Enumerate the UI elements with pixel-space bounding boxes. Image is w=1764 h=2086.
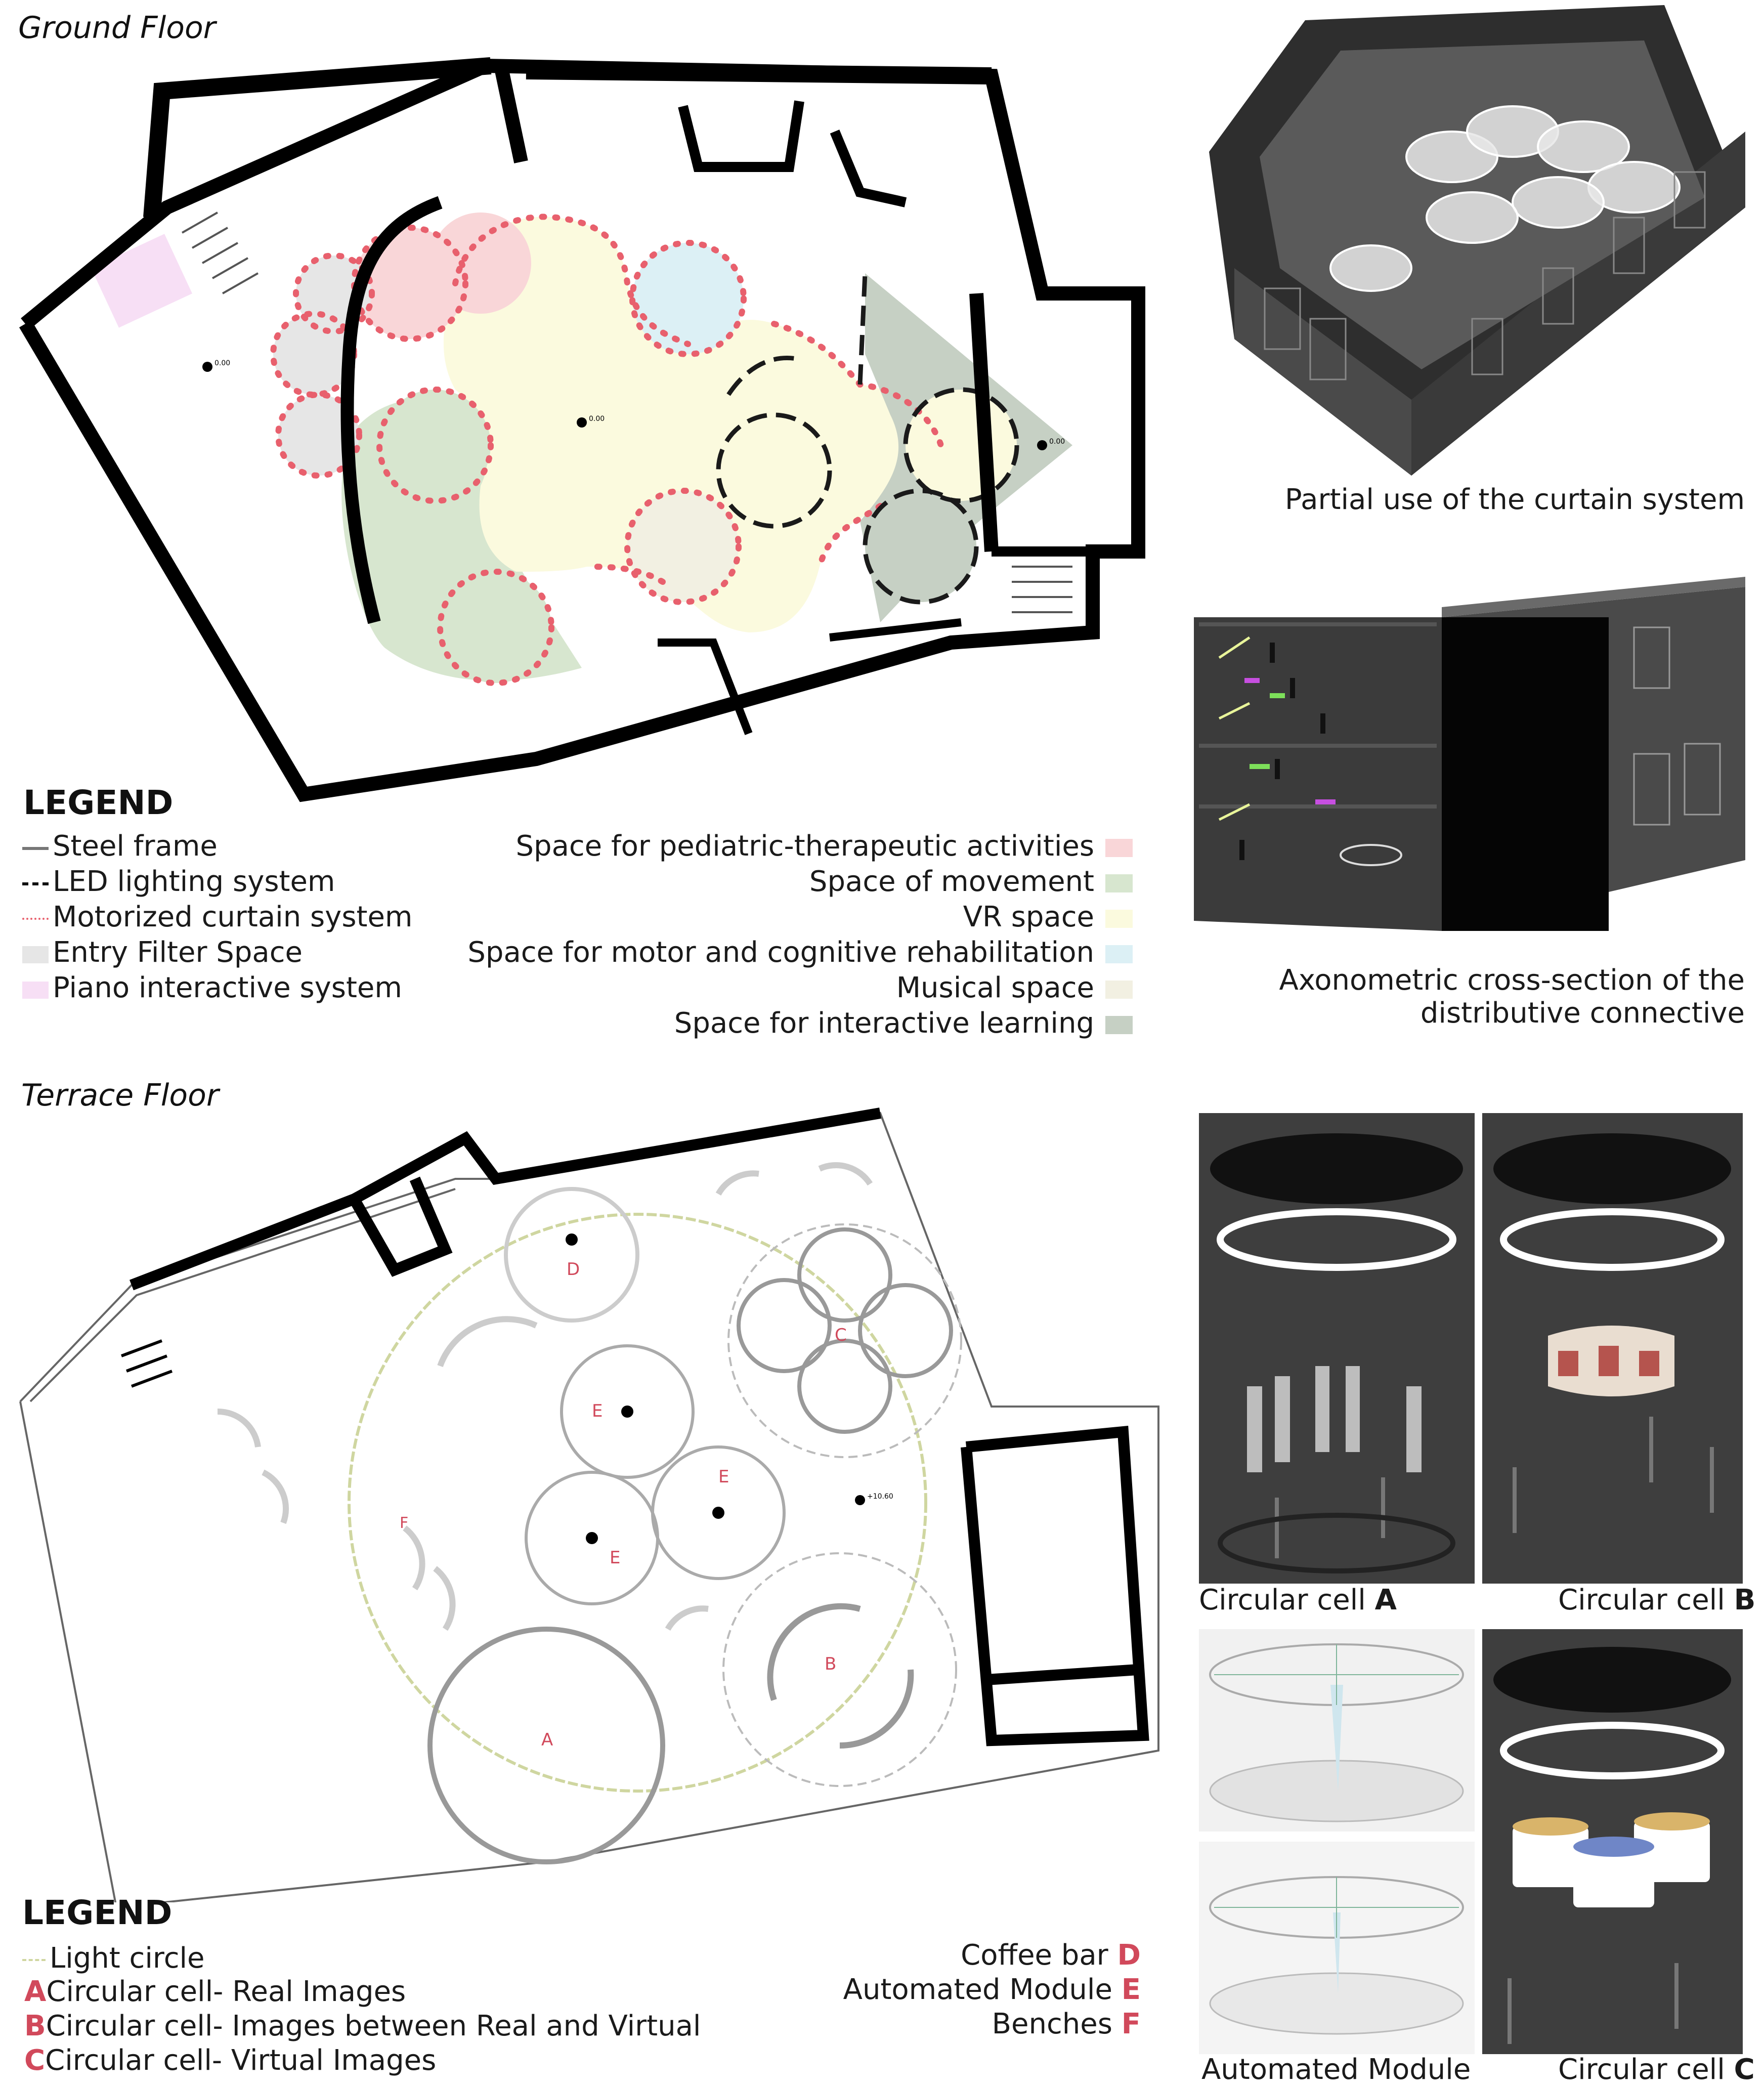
entry-filter-circle-1 (273, 314, 354, 395)
legend-motorized-curtain: Motorized curtain system (20, 901, 412, 933)
rehab-swatch (1105, 945, 1133, 963)
caption-curtain-system: Partial use of the curtain system (1284, 483, 1745, 516)
piano-system (91, 234, 192, 328)
terrace-stairs (120, 1339, 173, 1388)
dotted-line-icon (20, 910, 51, 928)
caption-cell-c: Circular cell C (1558, 2053, 1755, 2086)
cell-a-render (1199, 1113, 1475, 1584)
module-e-label-1: E (592, 1401, 603, 1421)
movement-circle-2 (440, 572, 551, 683)
bench-f-label: F (400, 1514, 408, 1532)
learning-swatch (1105, 1015, 1133, 1034)
curtain-system-render (1209, 5, 1745, 476)
automated-module-render (1199, 1629, 1475, 2054)
cell-b-curtain (767, 1603, 914, 1749)
led-outlines (716, 273, 1019, 605)
legend-light-circle: Light circle (20, 1942, 205, 1975)
legend-rehab: Space for motor and cognitive rehabilita… (467, 936, 1133, 969)
terrace-floor-title: Terrace Floor (21, 1078, 219, 1113)
terrace-walls (130, 1108, 1149, 1747)
legend-vr: VR space (963, 901, 1133, 933)
legend-pediatric: Space for pediatric-therapeutic activiti… (515, 830, 1133, 863)
entry-filter-circle-2 (278, 395, 359, 476)
light-circle (348, 1213, 927, 1793)
piano-swatch (20, 981, 51, 999)
pediatric-swatch (1105, 838, 1133, 857)
vr-swatch (1105, 909, 1133, 928)
legend-cell-a: ACircular cell- Real Images (24, 1975, 406, 2008)
walls (19, 57, 1145, 802)
cell-c-circles (737, 1227, 953, 1434)
movement-swatch (1105, 874, 1133, 892)
legend-automated-module: Automated Module E (843, 1973, 1141, 2006)
light-circle-icon (20, 1951, 48, 1969)
cell-d-dot (566, 1233, 578, 1246)
legend-benches: Benches F (992, 2008, 1141, 2040)
solid-line-icon (20, 839, 51, 857)
legend-cell-c: CCircular cell- Virtual Images (24, 2044, 437, 2077)
cell-b-render (1482, 1113, 1743, 1584)
stair-right (1012, 566, 1072, 613)
rehab-space-circle (632, 243, 744, 354)
pediatric-space-circle-2 (430, 212, 531, 314)
benches (217, 1162, 873, 1631)
modules-e (525, 1344, 786, 1605)
cell-b-circle (722, 1552, 957, 1787)
legend-piano: Piano interactive system (20, 971, 402, 1004)
terrace-outline (19, 1112, 1159, 1902)
cell-a-circle (427, 1627, 665, 1864)
caption-cell-b: Circular cell B (1558, 1584, 1756, 1616)
stair-left (182, 211, 259, 294)
cell-a-label: A (541, 1730, 553, 1750)
caption-cell-a: Circular cell A (1199, 1584, 1397, 1616)
cell-b-label: B (825, 1654, 836, 1674)
level-marker-right: 0.00 (1037, 438, 1065, 450)
cell-d-label: D (567, 1259, 580, 1280)
level-marker-main: 0.00 (577, 415, 605, 428)
cell-c-outer (727, 1223, 962, 1458)
ground-legend-title: LEGEND (23, 783, 174, 822)
svg-text:0.00: 0.00 (589, 415, 605, 423)
legend-entry-filter: Entry Filter Space (20, 936, 303, 969)
movement-circle-1 (379, 390, 491, 501)
terrace-floor-plan: A B C D E E E F +10.60 (19, 1108, 1159, 1902)
learning-circle-bottom (865, 491, 976, 602)
musical-swatch (1105, 980, 1133, 999)
entry-swatch (20, 945, 51, 963)
musical-space-circle (627, 491, 739, 602)
legend-movement: Space of movement (809, 865, 1133, 898)
legend-learning: Space for interactive learning (674, 1007, 1133, 1040)
terrace-legend-title: LEGEND (22, 1893, 173, 1932)
legend-cell-b: BCircular cell- Images between Real and … (24, 2010, 701, 2042)
svg-text:0.00: 0.00 (1049, 438, 1065, 446)
caption-axonometric-section: Axonometric cross-section of the distrib… (1279, 964, 1745, 1030)
legend-led-lighting: LED lighting system (20, 865, 335, 898)
space-blobs (91, 212, 1072, 683)
terrace-level-marker: +10.60 (855, 1493, 893, 1505)
module-e-label-2: E (718, 1467, 729, 1487)
caption-automated-module: Automated Module (1201, 2053, 1471, 2086)
legend-musical: Musical space (896, 971, 1133, 1004)
svg-text:0.00: 0.00 (214, 359, 230, 367)
module-e-dots (586, 1406, 724, 1544)
svg-text:+10.60: +10.60 (867, 1493, 893, 1501)
module-e-label-3: E (610, 1548, 620, 1568)
legend-steel-frame: Steel frame (20, 830, 218, 863)
cell-c-render (1482, 1629, 1743, 2054)
cell-c-label: C (835, 1325, 847, 1345)
dashed-line-icon (20, 874, 51, 892)
legend-coffee-bar: Coffee bar D (961, 1939, 1141, 1972)
ground-floor-title: Ground Floor (18, 10, 216, 46)
ground-floor-plan: 0.00 0.00 0.00 (19, 57, 1145, 802)
vr-space-blob (443, 217, 941, 632)
level-marker-left: 0.00 (202, 359, 230, 372)
cell-d-circle (504, 1187, 639, 1323)
axonometric-section-render (1194, 577, 1745, 931)
